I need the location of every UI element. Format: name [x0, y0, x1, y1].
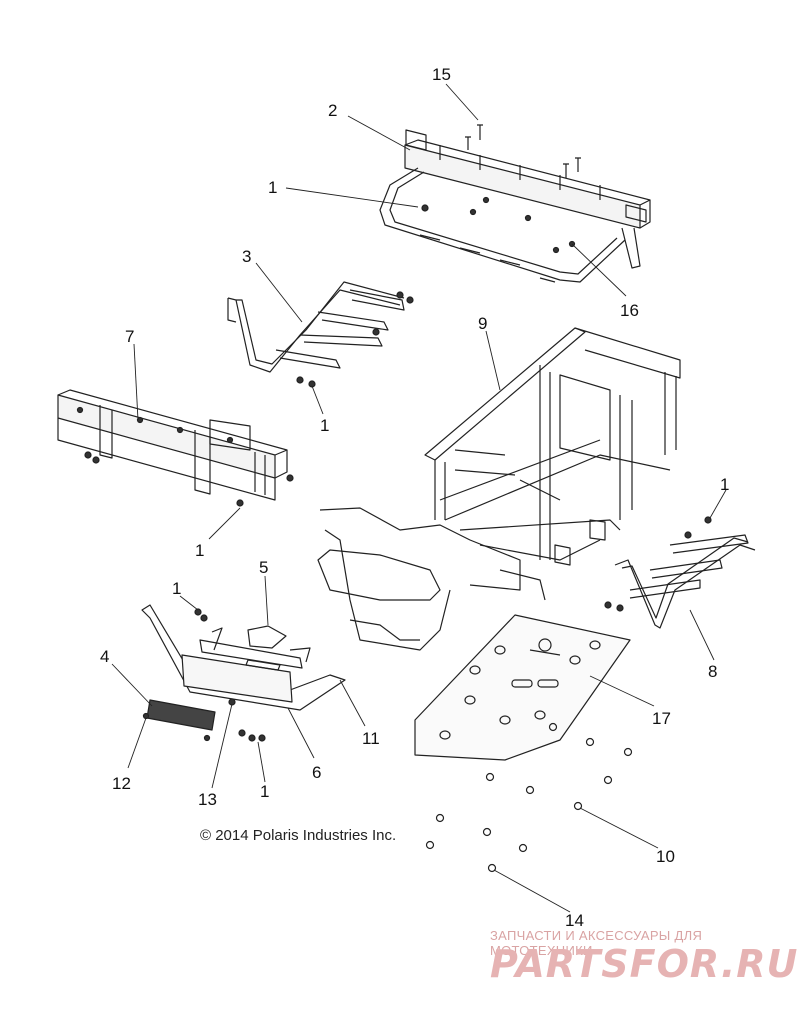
callout-2: 2 [328, 101, 337, 120]
callout-17: 17 [652, 709, 671, 728]
callout-10: 10 [656, 847, 675, 866]
skid-plate-fasteners [425, 722, 633, 873]
watermark-tagline: ЗАПЧАСТИ И АКСЕССУАРЫ ДЛЯ МОТОТЕХНИКИ [490, 928, 703, 958]
callout-13: 13 [198, 790, 217, 809]
callout-12: 12 [112, 774, 131, 793]
callout-8: 8 [708, 662, 717, 681]
skid-plate [414, 614, 631, 761]
callout-6: 6 [312, 763, 321, 782]
watermark-logo: PARTSFOR.RU [490, 942, 799, 986]
callout-9: 9 [478, 314, 487, 333]
callout-1: 1 [720, 475, 729, 494]
callout-15: 15 [432, 65, 451, 84]
callout-5: 5 [259, 558, 268, 577]
left-rack-bracket [227, 281, 414, 388]
callout-labels: 15 2 1 16 3 9 7 1 1 1 5 1 4 8 17 11 12 6… [100, 65, 729, 930]
front-cross-frame [57, 389, 294, 507]
callout-1: 1 [195, 541, 204, 560]
callout-16: 16 [620, 301, 639, 320]
right-rack-bracket [604, 516, 756, 629]
callout-1: 1 [320, 416, 329, 435]
main-chassis-frame [317, 327, 681, 651]
callout-1: 1 [260, 782, 269, 801]
rear-rack-frame [379, 129, 651, 283]
bumper-bracket-plate [245, 625, 287, 671]
callout-14: 14 [565, 911, 584, 930]
callout-7: 7 [125, 327, 134, 346]
callout-3: 3 [242, 247, 251, 266]
callout-1: 1 [172, 579, 181, 598]
front-bumper [141, 604, 346, 711]
bolt-15-group [465, 124, 581, 178]
callout-4: 4 [100, 647, 109, 666]
grille-screen [146, 699, 216, 731]
callout-1: 1 [268, 178, 277, 197]
copyright-notice: © 2014 Polaris Industries Inc. [200, 827, 397, 844]
callout-11: 11 [362, 729, 380, 748]
leader-lines [111, 83, 727, 913]
